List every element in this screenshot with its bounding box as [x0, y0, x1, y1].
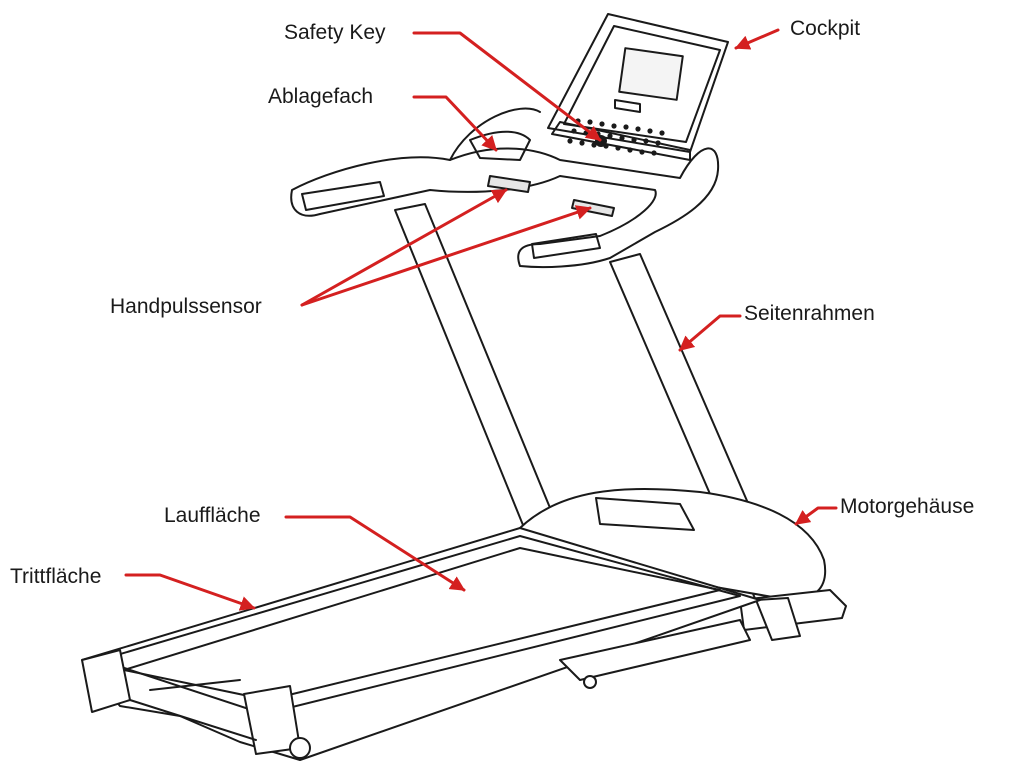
label-laufflaeche: Lauffläche: [164, 504, 261, 527]
label-safety-key: Safety Key: [284, 21, 386, 44]
arrow-cockpit: [734, 28, 780, 50]
label-handpulssensor: Handpulssensor: [110, 295, 262, 318]
arrow-handpulssensor-right: [300, 205, 592, 307]
label-ablagefach: Ablagefach: [268, 85, 374, 108]
label-cockpit: Cockpit: [790, 17, 861, 40]
label-seitenrahmen: Seitenrahmen: [744, 302, 875, 325]
console: [547, 13, 729, 161]
arrow-seitenrahmen: [678, 314, 742, 352]
label-motorgehaeuse: Motorgehäuse: [840, 495, 975, 518]
arrow-laufflaeche: [284, 515, 466, 592]
deck: [81, 527, 761, 761]
label-trittflaeche: Trittfläche: [10, 565, 102, 588]
arrow-trittflaeche: [124, 573, 256, 611]
console-buttons: [567, 118, 665, 156]
arrow-handpulssensor-left: [300, 188, 508, 307]
arrow-safety-key: [412, 31, 602, 142]
arrow-motorgehaeuse: [794, 506, 838, 526]
motor-housing-shape: [519, 487, 847, 641]
arrow-ablagefach: [412, 95, 498, 152]
